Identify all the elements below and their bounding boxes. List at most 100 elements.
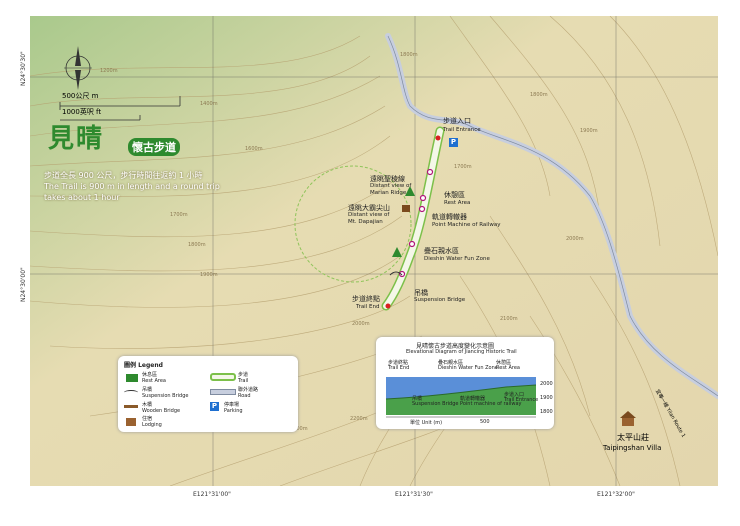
profile-title: 見晴懷古步道高度變化示意圖: [416, 343, 495, 350]
legend-item: 步道: [238, 372, 249, 378]
lodging-villa-icon: [620, 411, 636, 426]
elevation-label: 1200m: [100, 68, 118, 74]
elevation-label: 1900m: [200, 272, 218, 278]
road-legend-icon: [210, 389, 236, 395]
profile-label-en: Dieshin Water Fun Zone: [438, 365, 498, 371]
map-title: 見晴: [48, 124, 105, 154]
scale-meters: 500公尺 m: [62, 92, 99, 100]
map-legend: 圖例 Legend 休息區 Rest Area 吊橋 Suspension Br…: [118, 356, 298, 432]
trail-entrance-label[interactable]: 步道入口: [443, 117, 471, 125]
trail-end-label-en: Trail End: [356, 304, 380, 310]
lat-mid: N24°30'00": [20, 267, 27, 302]
elevation-label: 2200m: [350, 416, 368, 422]
water-tree-icon: [392, 247, 402, 257]
description-en-2: takes about 1 hour: [44, 193, 120, 202]
trail-entrance-label-en: Trail Entrance: [443, 127, 481, 133]
legend-item: 住宿: [142, 416, 153, 422]
elevation-label: 2000m: [352, 321, 370, 327]
dapajian-label-en1: Distant view of: [348, 212, 390, 218]
poi-bridge: [398, 270, 406, 278]
railway-label-en: Point Machine of Railway: [432, 222, 501, 228]
elevation-label: 1800m: [188, 242, 206, 248]
elevation-label: 2000m: [566, 236, 584, 242]
marian-ridge-label-en1: Distant view of: [370, 183, 412, 189]
wooden-bridge-legend-icon: [124, 405, 138, 408]
profile-title-en: Elevational Diagram of Jiancing Historic…: [406, 349, 517, 355]
trail-end-label[interactable]: 步道終點: [352, 295, 380, 303]
legend-item-en: Suspension Bridge: [142, 393, 189, 399]
elevation-label: 1800m: [530, 92, 548, 98]
elevation-label: 1600m: [245, 146, 263, 152]
rest-area-tree-icon: [405, 186, 415, 196]
legend-item-en: Trail: [238, 378, 249, 384]
lat-top: N24°30'30": [20, 51, 27, 86]
legend-item-en: Road: [238, 393, 251, 399]
legend-item: 聯外道路: [238, 387, 259, 393]
elevation-label: 1800m: [400, 52, 418, 58]
dapajian-label-en2: Mt. Dapajian: [348, 219, 383, 225]
legend-item-en: Rest Area: [142, 378, 166, 384]
profile-label-en: Trail End: [388, 365, 410, 371]
legend-item: 停車場: [224, 402, 240, 408]
elevation-profile: 見晴懷古步道高度變化示意圖 Elevational Diagram of Jia…: [376, 337, 554, 429]
lodging-legend-icon: [126, 418, 136, 426]
railway-icon: [402, 205, 410, 212]
water-zone-label[interactable]: 疊石親水區: [424, 247, 459, 255]
poi-water: [408, 240, 416, 248]
description-cn: 步道全長 900 公尺，步行時間往返約 1 小時: [44, 171, 203, 180]
trail-entrance-marker: [435, 135, 441, 141]
lon-right: E121°32'00": [597, 491, 635, 498]
trail-legend-icon: [210, 373, 236, 381]
railway-label[interactable]: 軌道轉轍器: [432, 213, 467, 221]
elevation-label: 2100m: [500, 316, 518, 322]
villa-label[interactable]: 太平山莊: [617, 433, 649, 442]
compass-icon: [64, 46, 92, 90]
poi-dapajian: [419, 194, 427, 202]
lon-mid: E121°31'30": [395, 491, 433, 498]
profile-label: 疊石親水區: [438, 360, 464, 366]
trail-description: 步道全長 900 公尺，步行時間往返約 1 小時 The Trail is 90…: [44, 170, 284, 203]
elevation-label: 2100m: [290, 426, 308, 432]
trail-end-marker: [385, 303, 391, 309]
profile-x-tick: 500: [480, 419, 490, 425]
dapajian-label[interactable]: 遠眺大霸尖山: [348, 204, 390, 212]
legend-item: 休息區: [142, 372, 158, 378]
poi-marian-ridge: [426, 168, 434, 176]
profile-label: 軌道轉轍器: [460, 396, 486, 402]
profile-label-en: Rest Area: [496, 365, 520, 371]
elevation-label: 1700m: [170, 212, 188, 218]
lon-left: E121°31'00": [193, 491, 231, 498]
profile-label-en: Suspension Bridge: [412, 401, 459, 407]
elevation-label: 1900m: [580, 128, 598, 134]
legend-item-en: Wooden Bridge: [142, 408, 181, 414]
elevation-label: 1700m: [454, 164, 472, 170]
profile-label-en: Trail Entrance: [504, 397, 539, 403]
profile-label-en: Point machine of railway: [460, 401, 522, 407]
bridge-icon: [389, 271, 403, 276]
marian-ridge-label[interactable]: 遠眺聖稜線: [370, 175, 405, 183]
map-subtitle: 懷古步道: [128, 138, 180, 156]
villa-label-en: Taipingshan Villa: [603, 444, 662, 452]
profile-graph: [385, 377, 537, 418]
marian-ridge-label-en2: Marian Ridge: [370, 190, 407, 196]
legend-item: 木橋: [142, 402, 153, 408]
elevation-label: 1400m: [200, 101, 218, 107]
water-zone-label-en: Dieshin Water Fun Zone: [424, 256, 490, 262]
profile-label: 吊橋: [412, 396, 423, 402]
profile-label: 步道入口: [504, 392, 525, 398]
parking-icon[interactable]: P: [449, 138, 458, 147]
trail-path: [383, 128, 443, 309]
bridge-label[interactable]: 吊橋: [414, 289, 428, 297]
legend-title: 圖例 Legend: [124, 362, 163, 369]
profile-label: 休憩區: [496, 360, 512, 366]
poi-railway: [418, 205, 426, 213]
legend-item-en: Parking: [224, 408, 243, 414]
rest-area-legend-icon: [126, 374, 138, 382]
rest-area-label-en: Rest Area: [444, 200, 471, 206]
legend-item: 吊橋: [142, 387, 153, 393]
rest-area-label[interactable]: 休憩區: [444, 191, 465, 199]
scale-feet: 1000英呎 ft: [62, 108, 102, 116]
profile-y-tick: 1800: [540, 409, 553, 415]
profile-label: 步道終點: [388, 360, 409, 366]
profile-x-unit: 單位 Unit (m): [410, 420, 443, 426]
